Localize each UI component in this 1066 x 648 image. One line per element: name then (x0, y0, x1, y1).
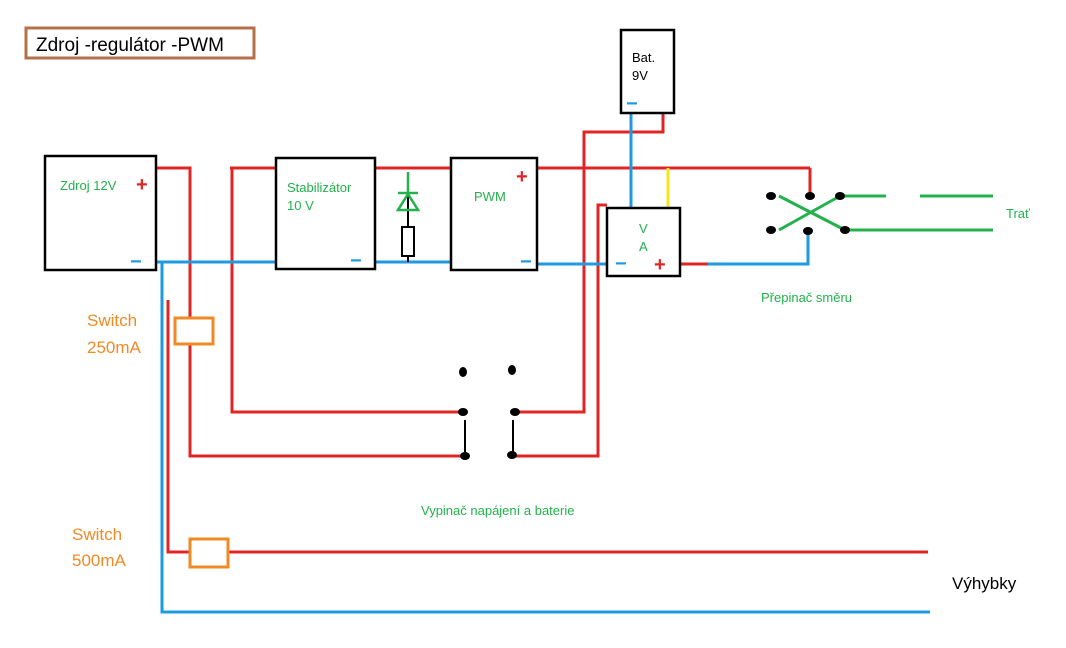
track-label: Trať (1006, 206, 1030, 221)
wire-meter-to-direction (708, 232, 810, 266)
supply-label: Zdroj 12V (60, 178, 117, 193)
pwm-label: PWM (474, 189, 506, 204)
switch1-label-line1: Switch (87, 311, 137, 330)
battery-minus: − (626, 93, 638, 115)
stabilizer-block: Stabilizátor 10 V − (274, 156, 377, 272)
wire-branch-to-powerswitch (230, 168, 462, 414)
stabilizer-label-line2: 10 V (287, 198, 314, 213)
supply-plus: + (136, 174, 148, 196)
diode-resistor (395, 172, 421, 262)
diagram-title: Zdroj -regulátor -PWM (36, 35, 224, 56)
switch1-label-line2: 250mA (87, 338, 142, 357)
wire-switch1-to-powerswitch (188, 342, 462, 458)
supply-block: Zdroj 12V + − (43, 154, 158, 273)
supply-minus: − (130, 251, 142, 273)
diode-icon (395, 191, 421, 212)
direction-switch (766, 192, 993, 235)
fuse-250ma (173, 316, 215, 346)
resistor-icon (401, 226, 415, 257)
power-switch-label: Vypinač napájení a baterie (421, 503, 574, 518)
pwm-block: PWM + − (449, 156, 539, 273)
red-wires (156, 113, 928, 554)
wire-battery-plus (515, 113, 665, 414)
title-box (24, 26, 256, 60)
direction-switch-label: Přepinač směru (761, 290, 852, 305)
pwm-minus: − (520, 251, 532, 273)
battery-block: Bat. 9V − (619, 28, 676, 115)
meter-minus: − (615, 253, 627, 275)
pwm-plus: + (516, 166, 528, 188)
battery-label-line1: Bat. (632, 50, 655, 65)
power-switch (458, 365, 520, 460)
battery-label-line2: 9V (632, 68, 648, 83)
stabilizer-label-line1: Stabilizátor (287, 180, 352, 195)
wire-powerswitch-to-meter (515, 203, 607, 458)
blue-wires (156, 113, 930, 614)
wire-points-blue (160, 262, 930, 614)
points-label: Výhybky (952, 574, 1017, 593)
switch2-label-line1: Switch (72, 525, 122, 544)
wire-supply-plus-to-switch1 (156, 166, 192, 318)
stabilizer-minus: − (350, 250, 362, 272)
wire-to-switch2 (166, 300, 190, 554)
meter-label-line1: V (639, 221, 648, 236)
meter-plus: + (654, 254, 666, 276)
meter-label-line2: A (639, 239, 648, 254)
meter-block: V A − + (605, 206, 682, 278)
switch2-label-line2: 500mA (72, 551, 127, 570)
fuse-500ma (188, 537, 230, 569)
